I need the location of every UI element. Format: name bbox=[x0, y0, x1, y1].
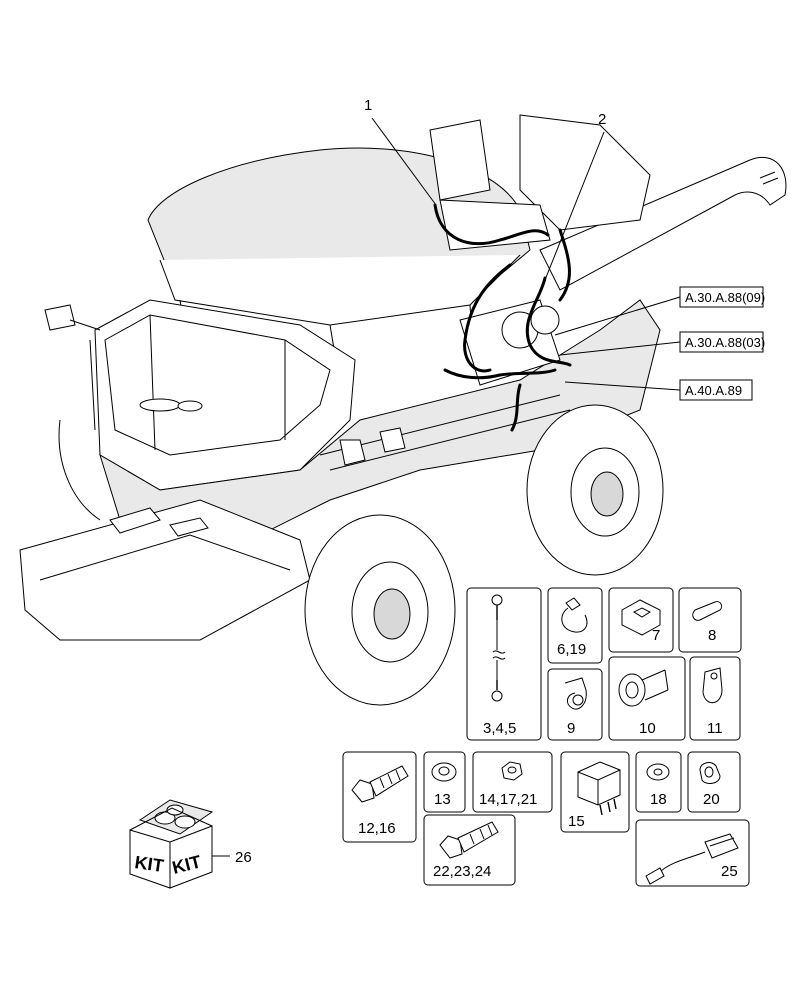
callout-2: 2 bbox=[598, 111, 606, 128]
callout-26: 26 bbox=[235, 849, 252, 866]
part-bolt-long[interactable]: 12,16 bbox=[342, 751, 417, 843]
part-bolt-short[interactable]: 22,23,24 bbox=[423, 814, 516, 886]
part-label-15: 15 bbox=[568, 813, 585, 830]
svg-text:A.40.A.89: A.40.A.89 bbox=[685, 383, 742, 398]
callout-1: 1 bbox=[364, 97, 372, 114]
reference-leader-3 bbox=[564, 381, 681, 391]
part-label-6-19: 6,19 bbox=[557, 641, 586, 658]
part-label-3-4-5: 3,4,5 bbox=[483, 720, 516, 737]
reference-leader-2 bbox=[559, 341, 681, 356]
leader-line-1 bbox=[371, 117, 437, 206]
reference-box-2[interactable]: A.30.A.88(03) bbox=[679, 331, 765, 353]
part-label-13: 13 bbox=[434, 791, 451, 808]
part-relay[interactable]: 15 bbox=[560, 751, 630, 833]
reference-box-1[interactable]: A.30.A.88(09) bbox=[679, 286, 765, 308]
part-terminal[interactable]: 11 bbox=[689, 656, 741, 741]
part-label-9: 9 bbox=[567, 720, 575, 737]
part-harness-connector[interactable]: 25 bbox=[635, 819, 750, 887]
kit-box[interactable]: KIT KIT bbox=[129, 799, 214, 889]
part-label-7: 7 bbox=[652, 627, 660, 644]
part-label-14-17-21: 14,17,21 bbox=[479, 791, 537, 808]
kit-label-left: KIT bbox=[133, 852, 165, 876]
part-nut[interactable]: 14,17,21 bbox=[472, 751, 553, 813]
part-label-22-23-24: 22,23,24 bbox=[433, 863, 491, 880]
leader-line-2 bbox=[544, 131, 605, 281]
part-label-12-16: 12,16 bbox=[358, 820, 396, 837]
part-clip[interactable]: 7 bbox=[608, 587, 674, 653]
part-grommet[interactable]: 20 bbox=[687, 751, 741, 813]
svg-text:A.30.A.88(03): A.30.A.88(03) bbox=[685, 335, 765, 350]
part-label-8: 8 bbox=[708, 627, 716, 644]
part-cable[interactable]: 3,4,5 bbox=[466, 587, 542, 741]
part-label-25: 25 bbox=[721, 863, 738, 880]
part-label-10: 10 bbox=[639, 720, 656, 737]
part-p-clip[interactable]: 9 bbox=[547, 668, 603, 741]
combine-harvester-drawing bbox=[19, 114, 787, 706]
svg-text:A.30.A.88(09): A.30.A.88(09) bbox=[685, 290, 765, 305]
part-flat-washer[interactable]: 18 bbox=[635, 751, 682, 813]
part-label-11: 11 bbox=[707, 720, 723, 737]
part-connector[interactable]: 10 bbox=[608, 656, 686, 741]
part-cable-tie[interactable]: 6,19 bbox=[547, 587, 603, 664]
part-label-20: 20 bbox=[703, 791, 720, 808]
part-label-18: 18 bbox=[650, 791, 667, 808]
reference-box-3[interactable]: A.40.A.89 bbox=[679, 379, 753, 401]
reference-leader-1 bbox=[554, 296, 681, 336]
part-pin[interactable]: 8 bbox=[678, 587, 742, 653]
part-lock-washer[interactable]: 13 bbox=[423, 751, 466, 813]
